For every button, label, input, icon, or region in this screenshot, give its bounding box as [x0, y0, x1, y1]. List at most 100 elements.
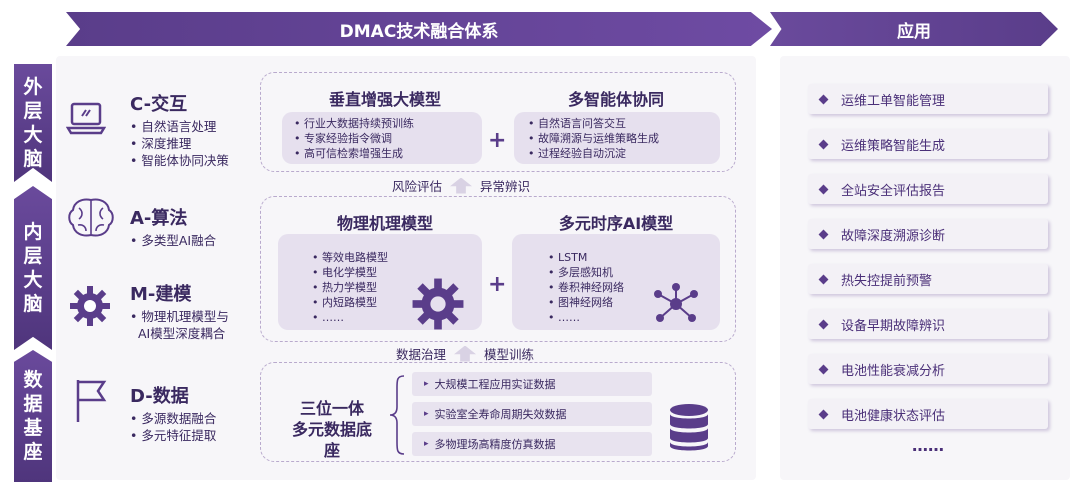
side-tab-char: 据 — [23, 393, 43, 415]
list-item: • 专家经验指令微调 — [294, 132, 392, 145]
side-tab-char: 基 — [23, 417, 43, 439]
app-more: …… — [912, 436, 944, 455]
section-list-m: • 物理机理模型与 AI模型深度耦合 — [130, 308, 229, 342]
database-icon — [668, 402, 710, 458]
flag-icon — [72, 376, 108, 428]
flow-label-right: 异常辨识 — [480, 179, 531, 194]
data-item: 实验室全寿命周期失效数据 — [412, 402, 652, 426]
app-title: 应用 — [897, 21, 931, 42]
section-list-a: • 多类型AI融合 — [130, 232, 216, 249]
gear-icon — [68, 284, 112, 332]
list-item: • 等效电路模型 — [312, 251, 388, 264]
outer-brain-box — [260, 72, 736, 172]
application-label: 运维工单智能管理 — [841, 93, 946, 109]
multi-agent-list: • 自然语言问答交互 • 故障溯源与运维策略生成 • 过程经验自动沉淀 — [528, 116, 659, 161]
diamond-icon — [818, 364, 829, 374]
application-label: 热失控提前预警 — [841, 273, 933, 289]
list-item: • 热力学模型 — [312, 281, 377, 294]
section-title-m: M-建模 — [130, 284, 192, 305]
side-tab-char: 大 — [23, 269, 43, 291]
list-item: • 物理机理模型与 — [130, 309, 229, 324]
section-list-d: • 多源数据融合 • 多元特征提取 — [130, 410, 216, 444]
list-item: • 图神经网络 — [548, 296, 613, 309]
gear-icon — [410, 276, 466, 336]
timeseries-model-card — [512, 234, 720, 330]
app-title-banner: 应用 — [770, 12, 1058, 46]
side-tab-outer-brain: 外层大脑 — [14, 64, 52, 182]
application-item: 电池性能衰减分析 — [808, 354, 1048, 384]
list-item: • 故障溯源与运维策略生成 — [528, 132, 659, 145]
flow-outer-inner: 风险评估 异常辨识 — [392, 176, 530, 195]
plus-sign: + — [488, 128, 507, 153]
application-label: 故障深度溯源诊断 — [841, 228, 946, 244]
side-tab-char: 大 — [23, 124, 43, 146]
data-item: 多物理场高精度仿真数据 — [412, 432, 652, 456]
list-item: • …… — [548, 311, 580, 324]
diamond-icon — [818, 409, 829, 419]
side-tab-char: 外 — [23, 76, 43, 98]
up-arrow-icon — [454, 345, 477, 362]
list-item: • 多源数据融合 — [130, 411, 217, 426]
section-list-c: • 自然语言处理 • 深度推理 • 智能体协同决策 — [130, 118, 229, 169]
flow-label-left: 风险评估 — [392, 179, 443, 194]
section-title-d: D-数据 — [130, 386, 189, 407]
list-item: • 行业大数据持续预训练 — [294, 117, 414, 130]
application-label: 电池性能衰减分析 — [841, 363, 946, 379]
list-item: • 智能体协同决策 — [130, 153, 229, 168]
side-tab-inner-brain: 内层大脑 — [14, 186, 52, 350]
list-item: • 过程经验自动沉淀 — [528, 147, 626, 160]
list-item: • 多元特征提取 — [130, 428, 217, 443]
list-item: AI模型深度耦合 — [137, 326, 226, 341]
main-title-banner: DMAC技术融合体系 — [66, 12, 772, 46]
list-item: • 多层感知机 — [548, 266, 613, 279]
side-tab-char: 内 — [23, 221, 43, 243]
application-item: 设备早期故障辨识 — [808, 309, 1048, 339]
list-item: • 高可信检索增强生成 — [294, 147, 403, 160]
vertical-model-card — [282, 112, 482, 164]
side-tab-data-base: 数据基座 — [14, 350, 52, 482]
application-label: 电池健康状态评估 — [841, 408, 946, 424]
side-tab-char: 层 — [23, 245, 43, 267]
side-tab-char: 数 — [23, 369, 43, 391]
application-item: 运维工单智能管理 — [808, 84, 1048, 114]
multi-agent-card — [514, 112, 720, 164]
diamond-icon — [818, 229, 829, 239]
diamond-icon — [818, 139, 829, 149]
list-item: • 自然语言处理 — [130, 119, 217, 134]
side-tab-char: 脑 — [23, 293, 43, 315]
flow-inner-data: 数据治理 模型训练 — [396, 344, 534, 363]
laptop-icon — [65, 100, 107, 140]
diamond-icon — [818, 319, 829, 329]
diamond-icon — [818, 184, 829, 194]
multi-agent-title: 多智能体协同 — [567, 90, 664, 109]
physical-model-title: 物理机理模型 — [336, 214, 433, 233]
flow-label-left: 数据治理 — [396, 347, 447, 362]
inner-brain-box — [260, 196, 736, 342]
application-item: 全站安全评估报告 — [808, 174, 1048, 204]
data-base-box — [260, 362, 736, 462]
plus-sign: + — [488, 272, 507, 297]
list-item: • 电化学模型 — [312, 266, 377, 279]
application-label: 运维策略智能生成 — [841, 138, 946, 154]
diamond-icon — [818, 94, 829, 104]
section-title-c: C-交互 — [130, 94, 188, 115]
application-item: 电池健康状态评估 — [808, 399, 1048, 429]
vertical-model-title: 垂直增强大模型 — [328, 90, 441, 109]
list-item: • 卷积神经网络 — [548, 281, 624, 294]
application-item: 运维策略智能生成 — [808, 129, 1048, 159]
timeseries-model-title: 多元时序AI模型 — [558, 214, 674, 233]
up-arrow-icon — [450, 177, 473, 194]
list-item: • 多类型AI融合 — [130, 233, 217, 248]
flow-label-right: 模型训练 — [484, 347, 535, 362]
application-item: 热失控提前预警 — [808, 264, 1048, 294]
data-base-title: 三位一体 多元数据底 座 — [291, 399, 372, 460]
list-item: • 自然语言问答交互 — [528, 117, 626, 130]
section-title-a: A-算法 — [130, 208, 188, 229]
side-tab-char: 脑 — [23, 148, 43, 170]
side-tab-char: 座 — [23, 441, 43, 463]
application-item: 故障深度溯源诊断 — [808, 219, 1048, 249]
list-item: • 深度推理 — [130, 136, 192, 151]
side-tab-char: 层 — [23, 100, 43, 122]
brain-icon — [66, 196, 116, 244]
diamond-icon — [818, 274, 829, 284]
